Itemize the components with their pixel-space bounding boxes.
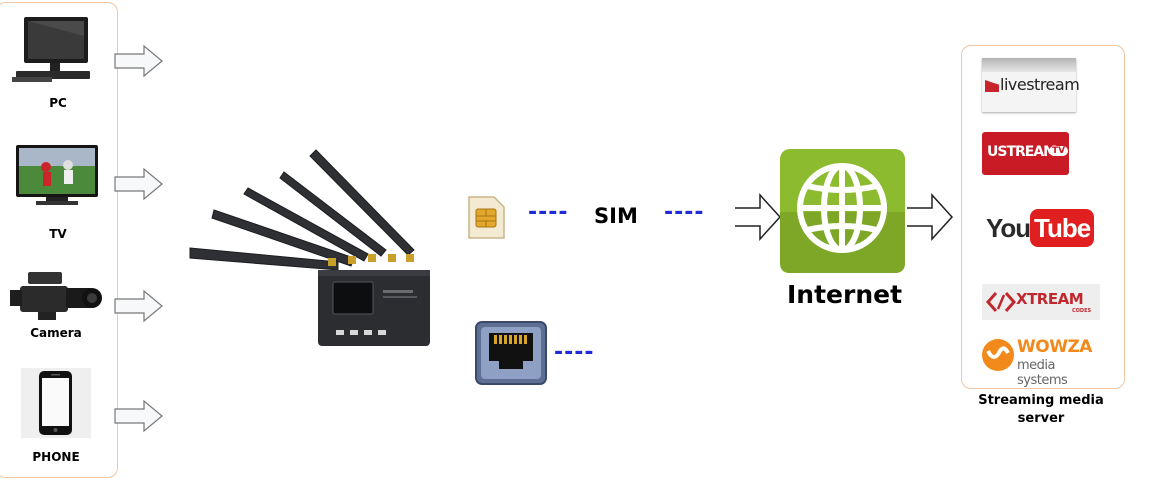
youtube-logo: You Tube <box>986 209 1095 251</box>
video-camera-icon <box>10 272 102 320</box>
streaming-media-server-label: Streaming media server <box>966 392 1116 428</box>
sim-label: SIM <box>594 204 638 228</box>
desktop-monitor-icon <box>12 17 90 82</box>
tv-arrow-icon <box>114 167 163 201</box>
source-label-tv: TV <box>49 227 67 241</box>
wowza-logo-text: WOWZA <box>1017 337 1092 357</box>
server-label-line1: Streaming media <box>978 393 1104 408</box>
sim-card-icon <box>468 196 505 239</box>
camera-arrow-icon <box>114 289 163 323</box>
4g-encoder-router-icon <box>189 149 430 346</box>
xtream-logo: XTREAM CODES <box>982 284 1100 320</box>
smartphone-icon <box>21 368 91 438</box>
ethernet-port-icon <box>475 321 547 385</box>
source-label-pc: PC <box>49 96 67 110</box>
youtube-logo-text-a: You <box>986 213 1031 243</box>
server-label-line2: server <box>1017 411 1065 426</box>
xtream-logo-sub: CODES <box>1072 308 1092 314</box>
internet-out-arrow-icon <box>907 193 954 241</box>
wowza-swirl-icon <box>982 339 1014 371</box>
internet-label: Internet <box>787 280 903 309</box>
wowza-logo-sub: media systems <box>1017 358 1068 388</box>
ethernet-dashes: ---- <box>554 340 595 365</box>
wowza-logo: WOWZA media systems <box>980 336 1100 388</box>
television-icon <box>16 145 98 205</box>
livestream-logo: livestream <box>982 58 1080 112</box>
sim-dashes-left: ---- <box>528 200 569 225</box>
youtube-logo-text-b: Tube <box>1030 209 1095 247</box>
pc-arrow-icon <box>114 44 163 78</box>
sim-dashes-right: ---- <box>664 200 705 225</box>
xtream-logo-text: XTREAM <box>1016 290 1084 308</box>
phone-arrow-icon <box>114 399 163 433</box>
xtream-brackets-icon <box>986 292 1016 312</box>
source-label-camera: Camera <box>30 326 82 340</box>
ustream-logo-text: USTREAM <box>987 144 1057 160</box>
internet-in-arrow-icon <box>735 193 782 241</box>
ustream-logo: USTREAM TV <box>982 132 1069 175</box>
globe-icon <box>780 149 905 273</box>
livestream-logo-text: livestream <box>1000 75 1080 94</box>
ustream-logo-badge: TV <box>1049 146 1069 156</box>
source-label-phone: PHONE <box>32 450 80 464</box>
